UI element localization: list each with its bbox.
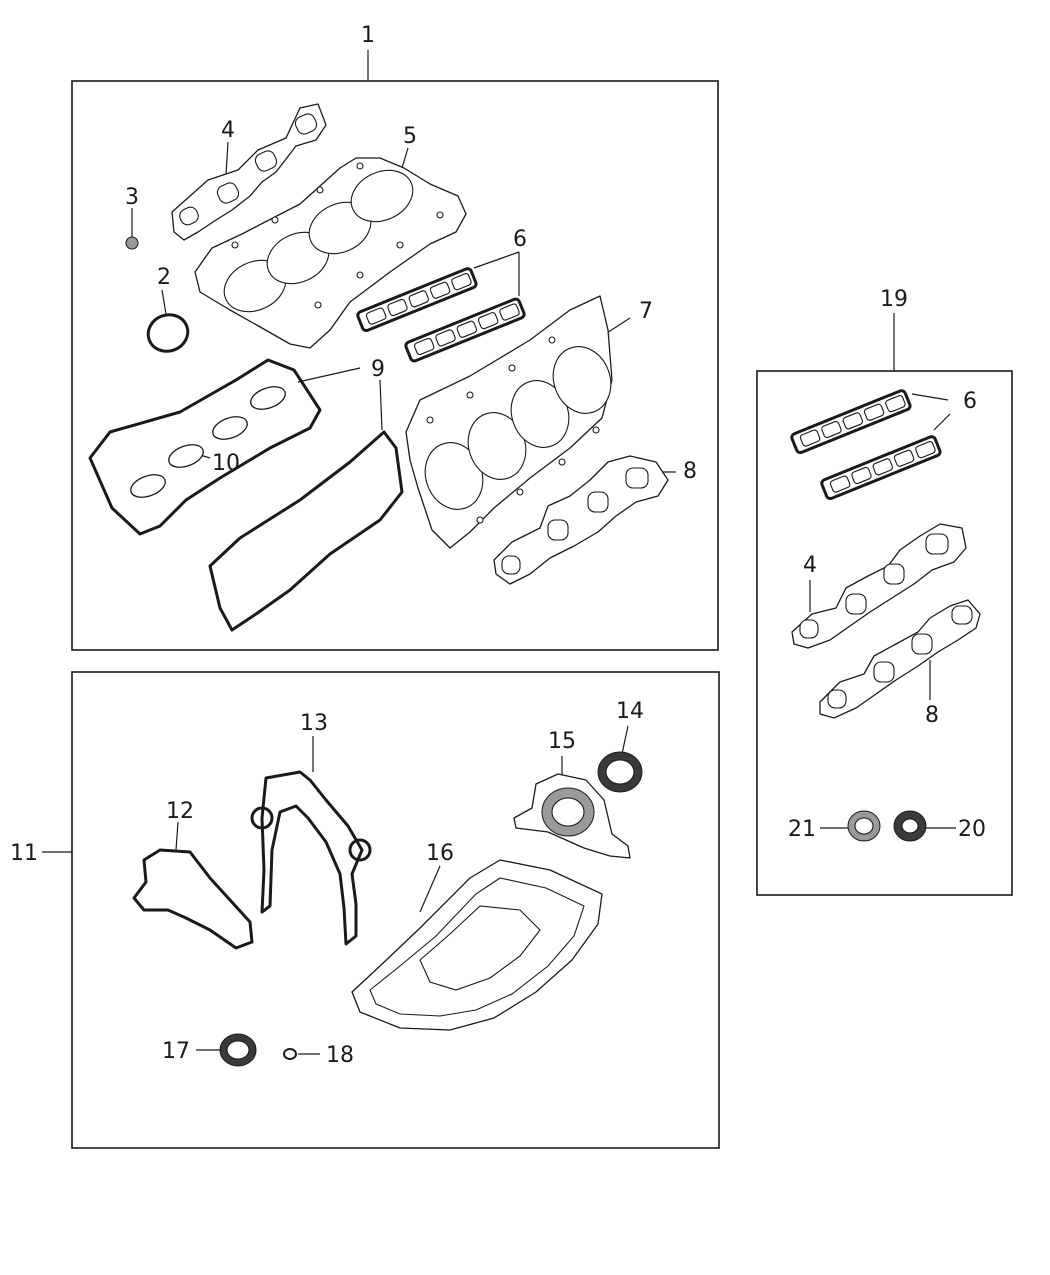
callout-20: 20: [958, 817, 986, 842]
head-gasket-left: [194, 147, 467, 349]
plug-part: [125, 208, 139, 250]
callout-16: 16: [426, 841, 454, 866]
callout-5: 5: [403, 124, 417, 149]
callout-4: 4: [221, 118, 235, 143]
callout-7: 7: [639, 299, 653, 324]
manifold-gasket-set-box: [756, 370, 1013, 896]
callout-8: 8: [683, 459, 697, 484]
o-ring-part: [146, 289, 190, 353]
callout-1: 1: [361, 23, 375, 48]
callout-6: 6: [513, 227, 527, 252]
callout-19: 19: [880, 287, 908, 312]
callout-10: 10: [212, 451, 240, 476]
water-pump-gasket: [132, 821, 254, 950]
upper-gasket-set-box: [71, 80, 719, 651]
callout-6b: 6: [963, 389, 977, 414]
oil-pan-gasket: [351, 859, 603, 1031]
callout-15: 15: [548, 729, 576, 754]
callout-2: 2: [157, 265, 171, 290]
callout-4b: 4: [803, 553, 817, 578]
callout-12: 12: [166, 799, 194, 824]
rear-seal-retainer: [513, 756, 631, 859]
intake-gasket-pair-right: [790, 389, 951, 501]
callout-17: 17: [162, 1039, 190, 1064]
callout-13: 13: [300, 711, 328, 736]
front-crank-seal: [597, 725, 643, 793]
exhaust-manifold-gasket-left: [171, 103, 327, 241]
exhaust-manifold-gasket-right: [493, 455, 676, 585]
o-ring-18: [283, 1048, 320, 1060]
head-gasket-right: [405, 295, 631, 549]
callout-18: 18: [326, 1043, 354, 1068]
intake-gasket-pair-upper: [356, 251, 526, 363]
callout-14: 14: [616, 699, 644, 724]
spark-plug-tube-seals: [130, 386, 286, 498]
seal-21: [820, 810, 881, 842]
callout-3: 3: [125, 185, 139, 210]
callout-9: 9: [371, 357, 385, 382]
callout-11: 11: [10, 841, 38, 866]
callout-21: 21: [788, 817, 816, 842]
seal-17: [196, 1033, 257, 1067]
callout-8b: 8: [925, 703, 939, 728]
exhaust-manifold-gaskets-right-set: [791, 523, 981, 719]
timing-cover-gasket: [250, 736, 372, 946]
lower-gasket-set-box: [71, 671, 720, 1149]
valve-cover-gaskets: [88, 358, 404, 632]
seal-20: [893, 810, 956, 842]
